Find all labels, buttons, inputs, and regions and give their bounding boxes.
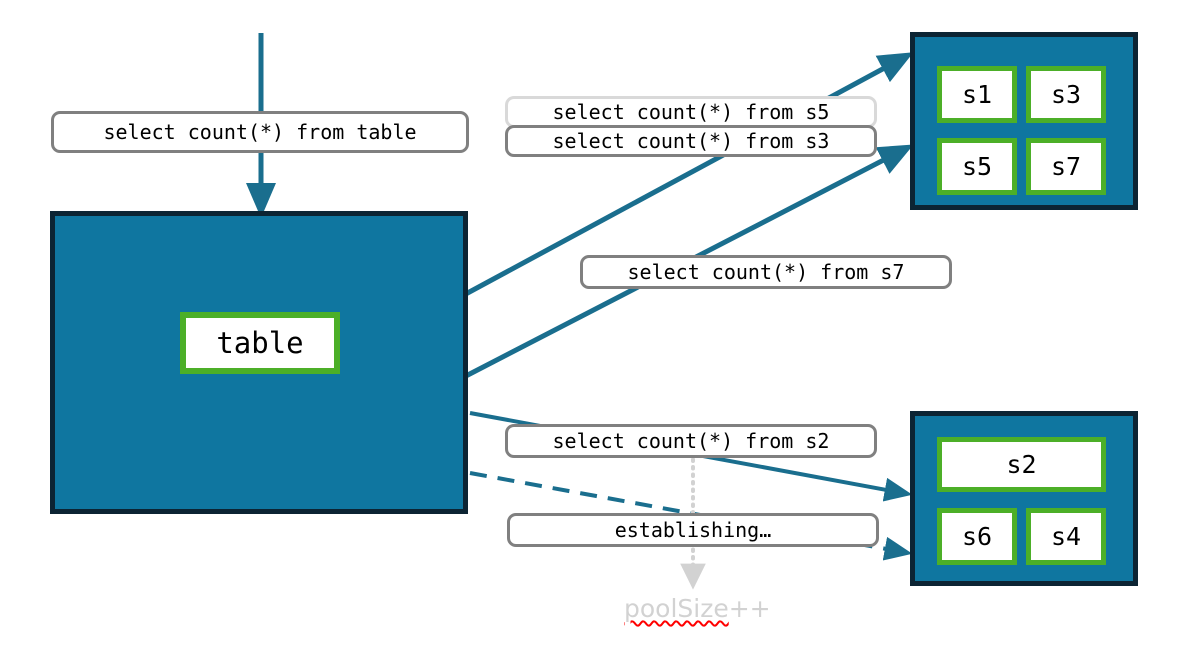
status-label-establishing-text: establishing…	[614, 518, 772, 542]
server-node-s6-label: s6	[961, 522, 993, 551]
query-label-s7-text: select count(*) from s7	[627, 260, 905, 284]
poolsize-annotation: poolSize++	[624, 594, 771, 623]
server-node-s4[interactable]: s4	[1026, 508, 1106, 565]
server-node-s1[interactable]: s1	[937, 66, 1017, 123]
query-label-s5[interactable]: select count(*) from s5	[505, 96, 877, 128]
query-label-entry-text: select count(*) from table	[103, 120, 417, 144]
table-node-cell[interactable]: table	[180, 312, 340, 374]
server-node-s3[interactable]: s3	[1026, 66, 1106, 123]
server-node-s1-label: s1	[961, 80, 993, 109]
query-label-entry[interactable]: select count(*) from table	[51, 111, 469, 153]
server-node-s6[interactable]: s6	[937, 508, 1017, 565]
server-node-s5-label: s5	[961, 152, 993, 181]
server-node-s2-label: s2	[1006, 450, 1037, 479]
poolsize-increment-suffix: ++	[728, 594, 771, 623]
server-node-s3-label: s3	[1050, 80, 1082, 109]
server-node-s4-label: s4	[1050, 522, 1082, 551]
status-label-establishing[interactable]: establishing…	[507, 513, 879, 547]
poolsize-misspelled-word: poolSize	[624, 594, 729, 623]
query-label-s2-text: select count(*) from s2	[552, 429, 830, 453]
query-label-s7[interactable]: select count(*) from s7	[580, 255, 952, 289]
server-node-s7[interactable]: s7	[1026, 138, 1106, 195]
query-label-s5-text: select count(*) from s5	[552, 100, 830, 124]
server-node-s7-label: s7	[1050, 152, 1082, 181]
server-node-s2[interactable]: s2	[937, 437, 1106, 492]
table-node-label: table	[216, 326, 304, 360]
query-label-s2[interactable]: select count(*) from s2	[505, 424, 877, 458]
server-node-s5[interactable]: s5	[937, 138, 1017, 195]
query-label-s3[interactable]: select count(*) from s3	[505, 125, 877, 157]
query-label-s3-text: select count(*) from s3	[552, 129, 830, 153]
